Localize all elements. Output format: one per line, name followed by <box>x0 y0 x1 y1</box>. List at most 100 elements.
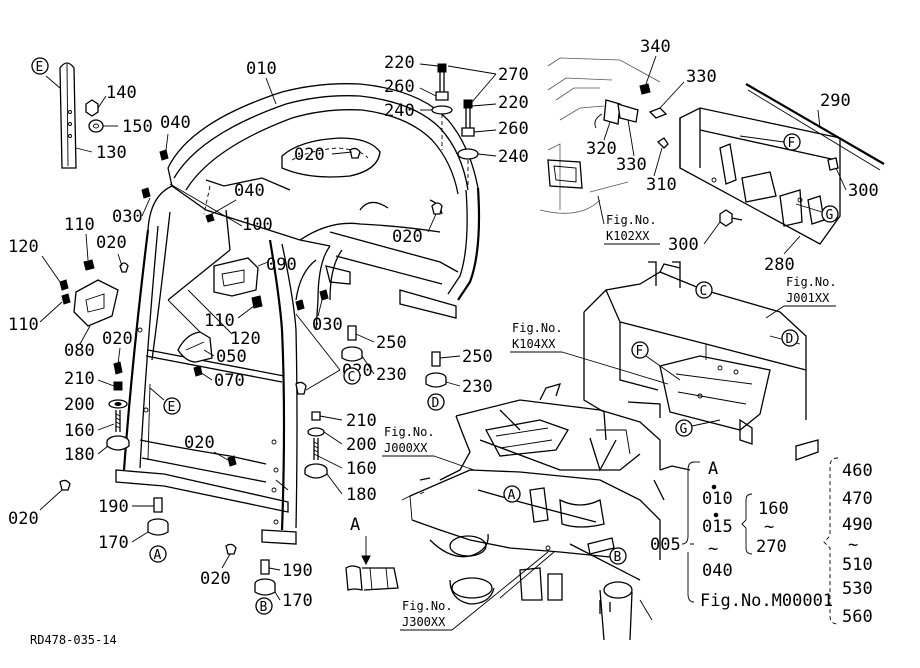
base-frame-illustration <box>401 383 691 641</box>
label-050: 050 <box>216 347 247 367</box>
figure-refs: Fig.No. K102XX Fig.No. J001XX Fig.No. K1… <box>382 195 837 631</box>
part-050-bracket <box>177 331 213 363</box>
label-230-a: 230 <box>376 365 407 385</box>
fig-ref-j300: J300XX <box>402 615 446 629</box>
top-cover-illustration <box>539 57 885 245</box>
label-230-b: 230 <box>462 377 493 397</box>
circle-ref-c-right-label: C <box>700 284 708 299</box>
label-020-c: 020 <box>8 509 39 529</box>
label-210-a: 210 <box>64 369 95 389</box>
part-140-bolt <box>85 95 107 117</box>
fig-label-k104: Fig.No. <box>512 321 563 335</box>
label-020-a: 020 <box>96 233 127 253</box>
legend-col3-2: 490 <box>842 515 873 535</box>
label-280: 280 <box>764 255 795 275</box>
circle-refs: E E C D A B A B C D F G F G <box>31 57 839 615</box>
left-mount-stack <box>106 381 276 596</box>
label-110-c: 110 <box>204 311 235 331</box>
circle-ref-d-left <box>427 393 445 411</box>
circle-ref-e-top <box>31 57 49 75</box>
label-250-b: 250 <box>462 347 493 367</box>
fig-label-j300: Fig.No. <box>402 599 453 613</box>
fig-label-k102: Fig.No. <box>606 213 657 227</box>
circle-ref-a-left <box>149 545 167 563</box>
fig-ref-k102: K102XX <box>606 229 650 243</box>
circle-ref-f-right <box>631 341 649 359</box>
fig-label-j000: Fig.No. <box>384 425 435 439</box>
label-190-b: 190 <box>282 561 313 581</box>
label-320: 320 <box>586 139 617 159</box>
circle-ref-b-base-label: B <box>614 550 622 565</box>
circle-ref-c-right <box>695 281 713 299</box>
label-170-b: 170 <box>282 591 313 611</box>
label-010: 010 <box>246 59 277 79</box>
part-150-washer <box>88 119 118 133</box>
part-080-bracket <box>73 279 119 327</box>
top-mount-stack <box>431 63 479 186</box>
label-240-a: 240 <box>384 101 415 121</box>
label-200-b: 200 <box>346 435 377 455</box>
circle-ref-d-left-label: D <box>432 396 440 411</box>
circle-ref-a-base <box>503 485 521 503</box>
label-300-a: 300 <box>848 181 879 201</box>
label-290: 290 <box>820 91 851 111</box>
legend-col3-1: 470 <box>842 489 873 509</box>
circle-ref-g-right <box>675 419 693 437</box>
circle-ref-e-mid-label: E <box>168 400 176 415</box>
legend-col1-0: A <box>708 459 718 479</box>
label-200-a: 200 <box>64 395 95 415</box>
label-250-a: 250 <box>376 333 407 353</box>
label-180-b: 180 <box>346 485 377 505</box>
part-130-stay <box>45 62 77 169</box>
frame-bolts <box>59 149 329 467</box>
label-180-a: 180 <box>64 445 95 465</box>
legend-col1-4: 040 <box>702 561 733 581</box>
label-020-e: 020 <box>200 569 231 589</box>
label-020-g: 020 <box>294 145 325 165</box>
fig-ref-j000: J000XX <box>384 441 428 455</box>
label-040-a: 040 <box>160 113 191 133</box>
label-330-a: 330 <box>686 67 717 87</box>
label-120-b: 120 <box>230 329 261 349</box>
label-150: 150 <box>122 117 153 137</box>
label-070: 070 <box>214 371 245 391</box>
circle-ref-a-left-label: A <box>154 548 162 563</box>
legend-col2-0: 160 <box>758 499 789 519</box>
label-090: 090 <box>266 255 297 275</box>
circle-ref-c-left-label: C <box>348 370 356 385</box>
circle-ref-e-top-label: E <box>36 60 44 75</box>
label-300-b: 300 <box>668 235 699 255</box>
legend-fig-ref: Fig.No.M00001 <box>700 591 833 611</box>
label-140: 140 <box>106 83 137 103</box>
label-020-d: 020 <box>184 433 215 453</box>
legend-col3-0: 460 <box>842 461 873 481</box>
legend-col3-4: 510 <box>842 555 873 575</box>
circle-ref-b-left-label: B <box>260 600 268 615</box>
circle-ref-b-base <box>609 547 627 565</box>
label-260-a: 260 <box>384 77 415 97</box>
label-270: 270 <box>498 65 529 85</box>
legend-col1-2: 015 <box>702 517 733 537</box>
label-030-b: 030 <box>312 315 343 335</box>
label-340: 340 <box>640 37 671 57</box>
circle-ref-e-mid <box>163 397 181 415</box>
circle-ref-a-base-label: A <box>508 488 516 503</box>
label-120-a: 120 <box>8 237 39 257</box>
legend-col2-2: 270 <box>756 537 787 557</box>
right-mount-stack <box>304 411 328 479</box>
drawing-code: RD478-035-14 <box>30 633 117 647</box>
fig-ref-k104: K104XX <box>512 337 556 351</box>
legend-col1-3: ~ <box>708 539 718 559</box>
circle-ref-d-right <box>781 329 799 347</box>
part-010-canopy-frame <box>115 83 481 545</box>
circle-ref-f-top-label: F <box>788 136 796 151</box>
detail-a-label: A <box>350 515 360 535</box>
detail-a-figure <box>345 536 399 591</box>
part-090-bracket <box>213 257 269 297</box>
label-260-b: 260 <box>498 119 529 139</box>
label-220-a: 220 <box>384 53 415 73</box>
legend-assembly-number: 005 <box>650 535 681 555</box>
circle-ref-f-right-label: F <box>636 344 644 359</box>
